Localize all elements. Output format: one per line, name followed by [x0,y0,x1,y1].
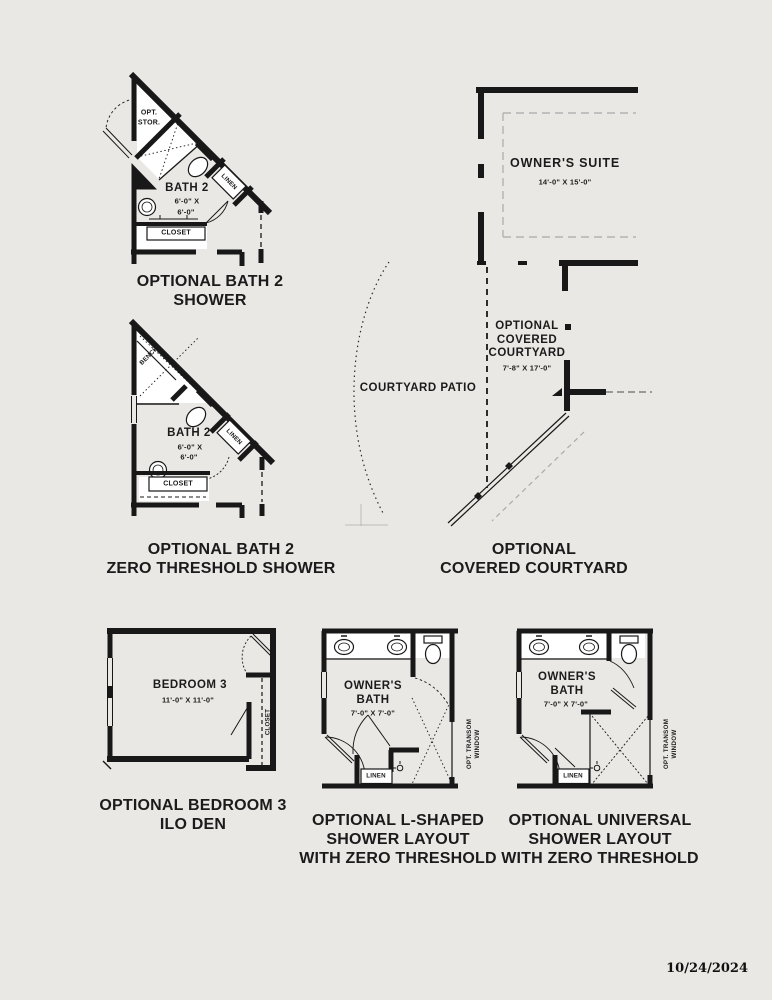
owners-bath-label-line1: OWNER'S [344,680,402,692]
bath2-zero-room-label: BATH 2 [167,427,211,439]
universal-shower-floorplan [516,628,653,789]
bedroom3-dims: 11'-0" X 11'-0" [161,695,215,705]
bath2-room-label: BATH 2 [165,182,209,194]
caption-bath2-shower: OPTIONAL BATH 2 SHOWER [137,272,283,310]
bath2-zero-dims-line1: 6'-0" X [177,442,203,452]
bath2-dims-line2: 6'-0" [177,207,195,217]
opt-transom-line2: WINDOW [474,729,481,759]
caption-bath2-zero-threshold: OPTIONAL BATH 2 ZERO THRESHOLD SHOWER [106,540,335,578]
bath2-shower-floorplan [102,71,273,266]
caption-line: ILO DEN [159,816,227,833]
covered-courtyard-label-line2: COVERED [496,334,558,346]
caption-line: SHOWER LAYOUT [326,831,470,848]
linen-label: LINEN [563,772,583,780]
opt-stor-label-line1: OPT. [140,109,158,117]
bedroom3-floorplan [102,628,276,771]
caption-universal-shower: OPTIONAL UNIVERSAL SHOWER LAYOUT WITH ZE… [501,811,699,868]
opt-transom-window-label: OPT. TRANSOM WINDOW [466,719,482,769]
caption-line: OPTIONAL UNIVERSAL [508,812,692,829]
opt-transom-line1: OPT. TRANSOM [466,718,473,770]
caption-covered-courtyard: OPTIONAL COVERED COURTYARD [440,540,628,578]
owners-bath-label-line2: BATH [356,694,390,706]
caption-line: OPTIONAL BATH 2 [136,273,284,290]
bath2-dims-line1: 6'-0" X [174,196,200,206]
caption-line: OPTIONAL [491,541,577,558]
opt-transom-line2: WINDOW [671,729,678,759]
closet-label: CLOSET [163,480,193,488]
l-shaped-shower-floorplan [321,628,458,789]
bath2-zero-threshold-floorplan [128,318,276,518]
covered-courtyard-label-line3: COURTYARD [488,347,566,359]
closet-label: CLOSET [264,708,272,736]
plan-date: 10/24/2024 [666,961,748,976]
linen-label: LINEN [366,772,386,780]
caption-line: WITH ZERO THRESHOLD [299,850,497,867]
owners-bath-label-line2: BATH [550,685,584,697]
owners-suite-dims: 14'-0" X 15'-0" [538,177,592,187]
caption-line: OPTIONAL BATH 2 [147,541,295,558]
covered-courtyard-label-line1: OPTIONAL [495,320,559,332]
closet-label: CLOSET [161,229,191,237]
owners-bath-dims: 7'-0" X 7'-0" [350,708,396,718]
bedroom3-room-label: BEDROOM 3 [152,679,228,691]
caption-bedroom3: OPTIONAL BEDROOM 3 ILO DEN [99,796,286,834]
covered-courtyard-dims: 7'-8" X 17'-0" [502,363,552,373]
caption-line: COVERED COURTYARD [440,560,628,577]
courtyard-patio-label: COURTYARD PATIO [359,382,477,394]
caption-line: OPTIONAL L-SHAPED [311,812,485,829]
caption-l-shaped-shower: OPTIONAL L-SHAPED SHOWER LAYOUT WITH ZER… [299,811,497,868]
caption-line: ZERO THRESHOLD SHOWER [106,560,336,577]
owners-suite-label: OWNER'S SUITE [510,156,620,170]
owners-bath-label-line1: OWNER'S [538,671,596,683]
opt-transom-line1: OPT. TRANSOM [663,718,670,770]
opt-stor-label-line2: STOR. [137,119,161,127]
opt-transom-window-label: OPT. TRANSOM WINDOW [663,719,679,769]
covered-courtyard-floorplan [345,87,652,527]
bath2-zero-dims-line2: 6'-0" [180,452,198,462]
caption-line: SHOWER [173,292,247,309]
caption-line: OPTIONAL BEDROOM 3 [99,797,287,814]
caption-line: SHOWER LAYOUT [528,831,672,848]
caption-line: WITH ZERO THRESHOLD [501,850,699,867]
owners-bath-dims: 7'-0" X 7'-0" [543,699,589,709]
